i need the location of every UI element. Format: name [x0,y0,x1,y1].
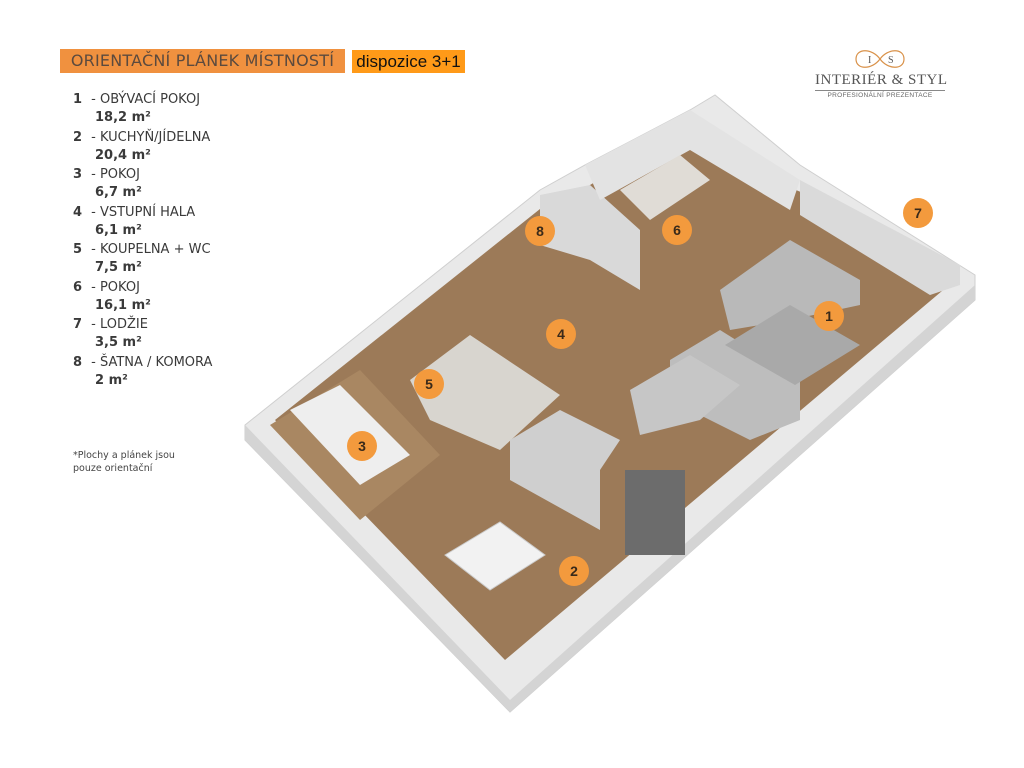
room-area: 6,1 m² [95,222,142,238]
room-marker-3[interactable]: 3 [347,431,377,461]
brand-tagline: PROFESIONÁLNÍ PREZENTACE [827,92,933,99]
wall-bedroom-6 [585,110,800,210]
disclaimer-note: *Plochy a plánek jsou pouze orientační [73,450,175,474]
room-name: - POKOJ [91,167,140,182]
room-number: 3 [73,167,83,182]
room-area: 16,1 m² [95,297,151,313]
room-name: - KUCHYŇ/JÍDELNA [91,129,211,145]
room-number: 7 [73,317,83,332]
room-name: - LODŽIE [91,317,148,332]
bed-room-3 [290,385,410,485]
room-number: 5 [73,242,83,257]
room-area: 3,5 m² [95,335,142,350]
rug [725,305,860,385]
brand-logo: I S INTERIÉR & STYL PROFESIONÁLNÍ PREZEN… [815,46,947,99]
plan-title: ORIENTAČNÍ PLÁNEK MÍSTNOSTÍ [60,49,345,73]
svg-text:I: I [868,55,871,66]
legend-item-8: 8 - ŠATNA / KOMORA 2 m² [73,354,212,392]
svg-text:5: 5 [425,376,433,392]
legend-item-5: 5 - KOUPELNA + WC 7,5 m² [73,241,212,279]
room-area: 20,4 m² [95,147,151,163]
room-name: - KOUPELNA + WC [91,242,211,257]
room-name: - OBÝVACÍ POKOJ [91,92,201,107]
svg-text:7: 7 [914,205,922,221]
room-area: 6,7 m² [95,185,142,200]
svg-text:S: S [888,55,894,66]
room-area: 18,2 m² [95,110,151,125]
legend-item-3: 3 - POKOJ 6,7 m² [73,166,212,204]
legend-item-7: 7 - LODŽIE 3,5 m² [73,316,212,354]
legend-item-2: 2 - KUCHYŇ/JÍDELNA 20,4 m² [73,129,212,167]
bathroom-floor [410,335,560,450]
room-number: 6 [73,279,83,295]
brand-name: INTERIÉR & STYL [815,72,947,91]
dining-table [444,521,546,591]
legend-item-4: 4 - VSTUPNÍ HALA 6,1 m² [73,204,212,242]
svg-text:1: 1 [825,308,833,324]
room-marker-8[interactable]: 8 [525,216,555,246]
svg-text:3: 3 [358,438,366,454]
room-marker-1[interactable]: 1 [814,301,844,331]
monogram-icon: I S [855,50,905,68]
legend-item-1: 1 - OBÝVACÍ POKOJ 18,2 m² [73,91,212,129]
wall-hall [540,185,640,290]
bed-room-6 [620,155,710,220]
room-number: 1 [73,92,83,107]
room-name: - POKOJ [91,279,140,295]
wall-lodzie [800,180,960,295]
room-name: - ŠATNA / KOMORA [91,354,213,370]
room-name: - VSTUPNÍ HALA [91,204,196,220]
room-marker-6[interactable]: 6 [662,215,692,245]
room-area: 7,5 m² [95,260,142,275]
room-marker-2[interactable]: 2 [559,556,589,586]
legend-item-6: 6 - POKOJ 16,1 m² [73,279,212,317]
svg-text:2: 2 [570,563,578,579]
kitchen-counter [630,355,740,435]
room-legend: 1 - OBÝVACÍ POKOJ 18,2 m² 2 - KUCHYŇ/JÍDE… [73,91,212,391]
svg-text:6: 6 [673,222,681,238]
svg-text:8: 8 [536,223,544,239]
room-number: 8 [73,354,83,370]
svg-text:4: 4 [557,326,565,342]
room-area: 2 m² [95,372,128,388]
room-marker-7[interactable]: 7 [903,198,933,228]
wall-kitchen-island [510,410,620,530]
room-marker-4[interactable]: 4 [546,319,576,349]
room-number: 4 [73,204,83,220]
disposition-badge: dispozice 3+1 [352,50,465,73]
room-marker-5[interactable]: 5 [414,369,444,399]
room-number: 2 [73,129,83,145]
fridge [625,470,685,555]
